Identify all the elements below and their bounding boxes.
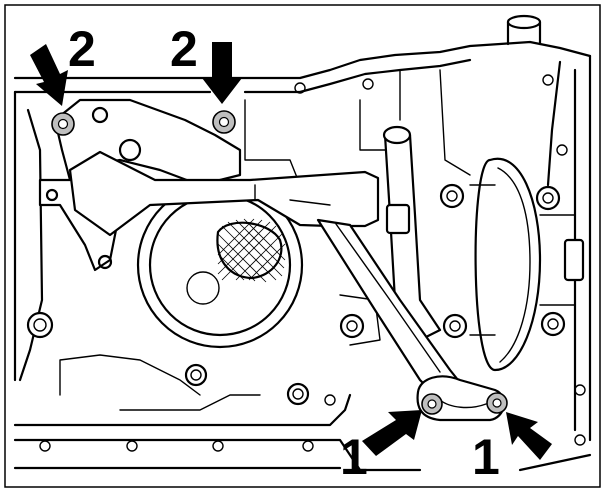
bolt-1-right (486, 392, 508, 414)
callout-arrow-1-right (506, 412, 552, 460)
callout-label-1-right: 1 (472, 429, 500, 485)
pickup-tube-upper (68, 150, 380, 237)
bolt-1-left (421, 393, 443, 415)
sump-rail-holes (39, 394, 336, 452)
block-hole (294, 82, 306, 94)
block-hole (362, 78, 374, 90)
strainer-screen (216, 218, 286, 283)
bolt-2-right (212, 110, 236, 134)
engine-block (13, 14, 592, 472)
callout-label-2-left: 2 (68, 21, 96, 77)
callout-label-1-left: 1 (340, 429, 368, 485)
block-hole (574, 384, 586, 396)
callout-arrow-2-left (30, 44, 68, 106)
filler-neck (506, 14, 542, 30)
crankshaft-pulley (469, 157, 585, 372)
callout-arrow-1-left (362, 410, 422, 456)
block-hole (542, 74, 554, 86)
block-hole (556, 144, 568, 156)
callout-arrow-2-right (202, 42, 242, 104)
bolt-2-left (51, 112, 75, 136)
figure-border (4, 4, 601, 488)
connecting-rod (382, 125, 442, 342)
block-hole (574, 434, 586, 446)
block-studs (26, 183, 566, 406)
callout-label-2-right: 2 (170, 21, 198, 77)
